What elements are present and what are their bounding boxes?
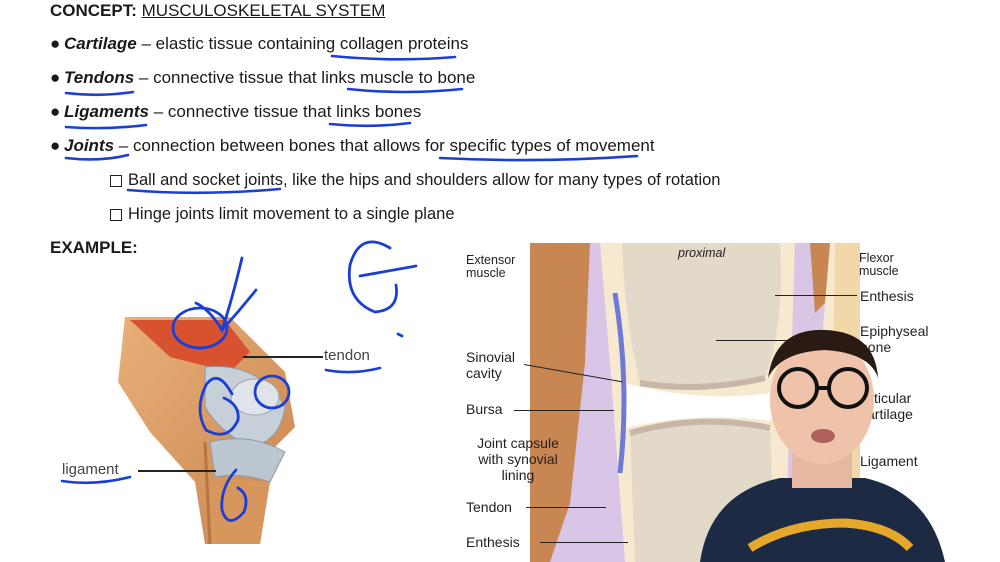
joint-label-enthesis-bottom: Enthesis xyxy=(466,534,520,550)
bullet-term: Joints xyxy=(64,136,115,155)
bullet-joints: ●Joints – connection between bones that … xyxy=(50,136,655,155)
pointer-enthesis-bottom xyxy=(540,542,628,543)
tendon-pointer xyxy=(243,356,323,358)
bullet-term: Tendons xyxy=(64,68,135,87)
checkbox-icon xyxy=(110,174,122,187)
presenter-webcam xyxy=(700,329,945,562)
bullet-tendons: ●Tendons – connective tissue that links … xyxy=(50,68,476,87)
checkbox-icon xyxy=(110,208,122,221)
joint-label-capsule: Joint capsule with synovial lining xyxy=(477,435,559,483)
tendon-label: tendon xyxy=(324,347,370,364)
concept-label: CONCEPT: xyxy=(50,1,137,20)
joint-label-enthesis-top: Enthesis xyxy=(860,288,914,304)
bullet-cartilage: ●Cartilage – elastic tissue containing c… xyxy=(50,34,469,53)
joint-label-bursa: Bursa xyxy=(466,401,503,417)
bullet-text: – connection between bones that allows f… xyxy=(114,136,655,155)
pointer-epiphyseal xyxy=(716,340,856,341)
joint-label-sinovial: Sinovial cavity xyxy=(466,349,516,381)
page-title: CONCEPT: MUSCULOSKELETAL SYSTEM xyxy=(50,1,385,21)
pointer-enthesis-top xyxy=(775,295,857,296)
ligament-label: ligament xyxy=(62,461,119,478)
ink-underline xyxy=(330,54,457,61)
ink-dot xyxy=(396,332,404,338)
sub-bullet-hinge: Hinge joints limit movement to a single … xyxy=(110,205,455,224)
bullet-text: – connective tissue that links muscle to… xyxy=(134,68,476,87)
ink-underline xyxy=(324,366,382,374)
ink-underline xyxy=(438,154,639,162)
joint-label-ligament: Ligament xyxy=(860,453,918,469)
ink-underline xyxy=(328,121,412,128)
joint-label-tendon: Tendon xyxy=(466,499,512,515)
knee-illustration xyxy=(118,317,295,544)
joint-label-extensor: Extensor muscle xyxy=(466,253,516,280)
ink-underline xyxy=(64,123,148,130)
bullet-ligaments: ●Ligaments – connective tissue that link… xyxy=(50,102,422,121)
ink-underline xyxy=(64,90,135,97)
joint-label-proximal: proximal xyxy=(678,246,726,260)
joint-label-flexor: Flexor muscle xyxy=(859,251,899,278)
sub-bullet-ball-socket: Ball and socket joints, like the hips an… xyxy=(110,171,721,190)
example-label: EXAMPLE: xyxy=(50,238,138,257)
ink-joint-sketch xyxy=(347,240,418,314)
topic-label: MUSCULOSKELETAL SYSTEM xyxy=(141,1,386,20)
sub-bullet-text: Hinge joints limit movement to a single … xyxy=(128,205,455,223)
ligament-pointer xyxy=(138,470,216,472)
pointer-tendon xyxy=(526,507,606,508)
sub-bullet-text: Ball and socket joints, like the hips an… xyxy=(128,171,721,189)
bullet-text: – connective tissue that links bones xyxy=(149,102,422,121)
ink-underline xyxy=(346,87,464,94)
bullet-text: – elastic tissue containing collagen pro… xyxy=(136,34,469,53)
pointer-bursa xyxy=(514,410,614,411)
bullet-term: Ligaments xyxy=(64,102,150,121)
bullet-term: Cartilage xyxy=(64,34,137,53)
